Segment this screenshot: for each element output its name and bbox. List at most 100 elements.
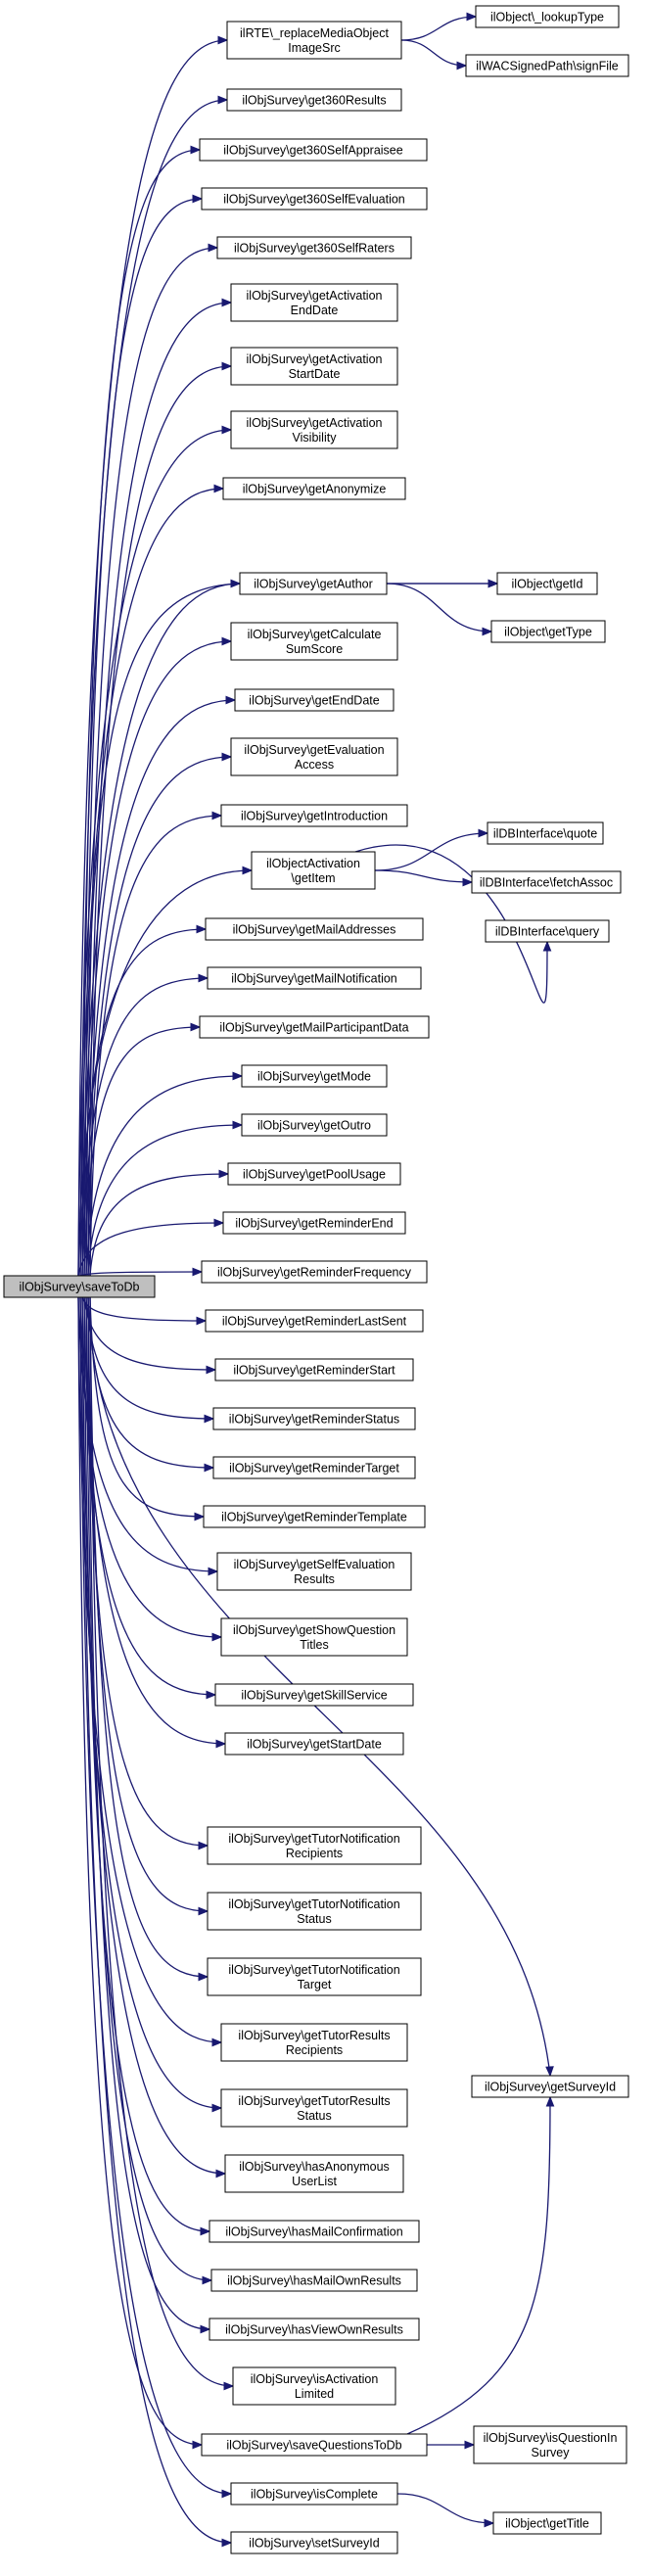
node-ilobjsurvey-getstartdate-box <box>224 1732 404 1756</box>
edge-ilobjectactivation-to-ildbinterface-fetchassoc-arrowhead <box>462 877 474 887</box>
node-ilobjsurvey-getintroduction[interactable]: ilObjSurvey\getIntroduction <box>220 804 408 827</box>
edge-root-to-ilobjsurvey-getskillservice-arrowhead <box>206 1690 217 1700</box>
node-ilobjsurvey-getcalculate-sumscore-label: SumScore <box>286 642 343 656</box>
edge-root-to-ilobjsurvey-get360selfevaluation <box>83 198 203 1277</box>
node-ilobjsurvey-getmode-label: ilObjSurvey\getMode <box>257 1070 371 1084</box>
node-ilobjsurvey-getmailaddresses[interactable]: ilObjSurvey\getMailAddresses <box>205 917 424 941</box>
node-ildbinterface-quote[interactable]: ilDBInterface\quote <box>487 821 604 845</box>
node-ilobjsurvey-getreminderfrequency[interactable]: ilObjSurvey\getReminderFrequency <box>201 1260 428 1284</box>
node-ilobjsurvey-getoutro[interactable]: ilObjSurvey\getOutro <box>241 1113 388 1137</box>
node-ilobjsurvey-get360selfevaluation[interactable]: ilObjSurvey\get360SelfEvaluation <box>201 187 428 211</box>
edge-root-to-ilobjsurvey-getoutro-arrowhead <box>232 1120 244 1130</box>
node-ilobjsurvey-getauthor[interactable]: ilObjSurvey\getAuthor <box>239 572 388 595</box>
node-ilobjsurvey-getreminderstatus[interactable]: ilObjSurvey\getReminderStatus <box>212 1407 416 1430</box>
node-ilobjsurvey-getactivation-enddate-box <box>230 283 398 322</box>
edge-root-to-ilobjsurvey-getenddate-arrowhead <box>225 695 237 705</box>
node-ilobjsurvey-get360results[interactable]: ilObjSurvey\get360Results <box>226 88 402 112</box>
node-ilobjsurvey-getreminderstart-box <box>214 1358 414 1382</box>
edge-root-to-ilobjsurvey-getmailparticipantdata <box>83 1026 201 1277</box>
node-ilobjsurvey-getstartdate[interactable]: ilObjSurvey\getStartDate <box>224 1732 404 1756</box>
node-ilobject-gettype[interactable]: ilObject\getType <box>490 620 606 643</box>
edge-root-to-ilobjsurvey-getreminderstart <box>83 1296 216 1371</box>
node-ilobjsurvey-hasmailownresults[interactable]: ilObjSurvey\hasMailOwnResults <box>210 2269 418 2292</box>
node-ilobjsurvey-gettutornotification-recipients-box <box>207 1826 422 1865</box>
node-ilobjsurvey-get360selfappraisee[interactable]: ilObjSurvey\get360SelfAppraisee <box>199 138 428 162</box>
node-ildbinterface-query-label: ilDBInterface\query <box>495 925 600 939</box>
node-ilobjsurvey-getmailnotification[interactable]: ilObjSurvey\getMailNotification <box>207 966 422 990</box>
node-ilobjsurvey-getreminderstart[interactable]: ilObjSurvey\getReminderStart <box>214 1358 414 1382</box>
node-ildbinterface-fetchassoc[interactable]: ilDBInterface\fetchAssoc <box>471 870 622 894</box>
node-ilobjsurvey-hasmailconfirmation-label: ilObjSurvey\hasMailConfirmation <box>225 2225 402 2239</box>
node-ilobjsurvey-getpoolusage[interactable]: ilObjSurvey\getPoolUsage <box>227 1162 401 1186</box>
node-ilobjsurvey-hasviewownresults[interactable]: ilObjSurvey\hasViewOwnResults <box>209 2318 420 2341</box>
node-ilobjsurvey-hasanonymous-userlist-label: UserList <box>292 2175 337 2188</box>
edge-ilobjsurvey-savequestionstodb-to-ilobjsurvey-isquestionin-arrowhead <box>464 2440 476 2450</box>
node-ilobjsurvey-setsurveyid[interactable]: ilObjSurvey\setSurveyId <box>230 2531 398 2554</box>
node-ilobjsurvey-getremindertemplate[interactable]: ilObjSurvey\getReminderTemplate <box>203 1505 426 1528</box>
node-ilobjsurvey-iscomplete[interactable]: ilObjSurvey\isComplete <box>230 2482 398 2506</box>
node-ilobjsurvey-hasmailownresults-box <box>210 2269 418 2292</box>
node-ilobjsurvey-getremindertemplate-label: ilObjSurvey\getReminderTemplate <box>221 1511 407 1524</box>
edge-root-to-ilobjsurvey-iscomplete <box>79 1296 232 2495</box>
edge-root-to-ilobject-getid <box>81 583 497 1277</box>
edge-root-to-ilobjsurvey-getpoolusage <box>89 1173 229 1277</box>
node-ilobject-gettitle-label: ilObject\getTitle <box>505 2517 589 2531</box>
node-ilobject-gettitle[interactable]: ilObject\getTitle <box>492 2511 602 2535</box>
node-ildbinterface-query[interactable]: ilDBInterface\query <box>485 919 610 943</box>
node-ilobjsurvey-savetodb[interactable]: ilObjSurvey\saveToDb <box>3 1275 156 1298</box>
node-ilobjsurvey-savequestionstodb[interactable]: ilObjSurvey\saveQuestionsToDb <box>201 2433 428 2457</box>
edge-root-to-ilobjsurvey-getevaluation-access <box>87 756 232 1277</box>
node-ilobjsurvey-getreminderend[interactable]: ilObjSurvey\getReminderEnd <box>222 1211 406 1235</box>
node-ilobjsurvey-isactivation-limited-label: Limited <box>295 2387 334 2401</box>
edge-root-to-ilrte-replacemediaobject-imagesrc <box>77 39 228 1277</box>
node-ilobjsurvey-gettutornotification-recipients[interactable]: ilObjSurvey\getTutorNotificationRecipien… <box>207 1826 422 1865</box>
edge-root-to-ilobjsurvey-getintroduction-arrowhead <box>211 811 223 820</box>
node-ilrte-replacemediaobject-imagesrc-label: ImageSrc <box>288 41 341 55</box>
edge-root-to-ilobjsurvey-getremindertemplate-arrowhead <box>194 1512 206 1522</box>
node-ilobjsurvey-getactivation-startdate-box <box>230 347 398 386</box>
node-ilobjsurvey-getreminderstatus-label: ilObjSurvey\getReminderStatus <box>229 1413 399 1427</box>
node-ilobjsurvey-hasmailconfirmation[interactable]: ilObjSurvey\hasMailConfirmation <box>209 2220 420 2243</box>
node-ilobjsurvey-iscomplete-box <box>230 2482 398 2506</box>
node-ilobjsurvey-getmailparticipantdata[interactable]: ilObjSurvey\getMailParticipantData <box>199 1015 430 1039</box>
node-ilobjsurvey-getanonymize[interactable]: ilObjSurvey\getAnonymize <box>222 477 406 500</box>
node-ilobject-getid[interactable]: ilObject\getId <box>496 572 598 595</box>
node-ilobjectactivation-getitem[interactable]: ilObjectActivation\getItem <box>251 851 376 890</box>
node-ilobjsurvey-get360selfraters[interactable]: ilObjSurvey\get360SelfRaters <box>216 236 412 259</box>
edge-root-to-ilobjsurvey-getmailnotification <box>81 977 209 1277</box>
node-ildbinterface-query-box <box>485 919 610 943</box>
node-ilobjsurvey-getreminderlastsent[interactable]: ilObjSurvey\getReminderLastSent <box>205 1309 424 1333</box>
node-ilobjsurvey-get360selfevaluation-label: ilObjSurvey\get360SelfEvaluation <box>223 193 405 207</box>
edge-ilrte-replacemediaobject-to-ilobject-lookuptype <box>400 16 477 41</box>
node-ilobject-lookuptype[interactable]: ilObject\_lookupType <box>475 5 620 28</box>
edge-root-to-ilobjsurvey-gettutornotification-target-arrowhead <box>198 1972 209 1982</box>
edge-ilobjsurvey-getauthor-to-ilobject-gettype <box>386 583 492 632</box>
node-ilobjsurvey-hasmailconfirmation-box <box>209 2220 420 2243</box>
node-ilobjsurvey-getremindertarget[interactable]: ilObjSurvey\getReminderTarget <box>212 1456 416 1479</box>
edge-ilobjsurvey-iscomplete-to-ilobject-gettitle <box>396 2493 494 2524</box>
node-ilobject-getid-box <box>496 572 598 595</box>
node-ilwacsignedpath-signfile[interactable]: ilWACSignedPath\signFile <box>465 54 629 77</box>
node-ilobjsurvey-getskillservice-label: ilObjSurvey\getSkillService <box>241 1689 387 1703</box>
node-ilobjsurvey-getenddate[interactable]: ilObjSurvey\getEndDate <box>234 688 395 712</box>
node-ilobjsurvey-getmode[interactable]: ilObjSurvey\getMode <box>241 1064 388 1088</box>
edge-root-to-ilobjsurvey-getactivation-visibility-arrowhead <box>221 425 233 435</box>
node-ilobjsurvey-getsurveyid[interactable]: ilObjSurvey\getSurveyId <box>471 2075 629 2098</box>
node-ilobjsurvey-getskillservice[interactable]: ilObjSurvey\getSkillService <box>214 1683 414 1707</box>
node-ilobjsurvey-savetodb-label: ilObjSurvey\saveToDb <box>20 1281 140 1294</box>
